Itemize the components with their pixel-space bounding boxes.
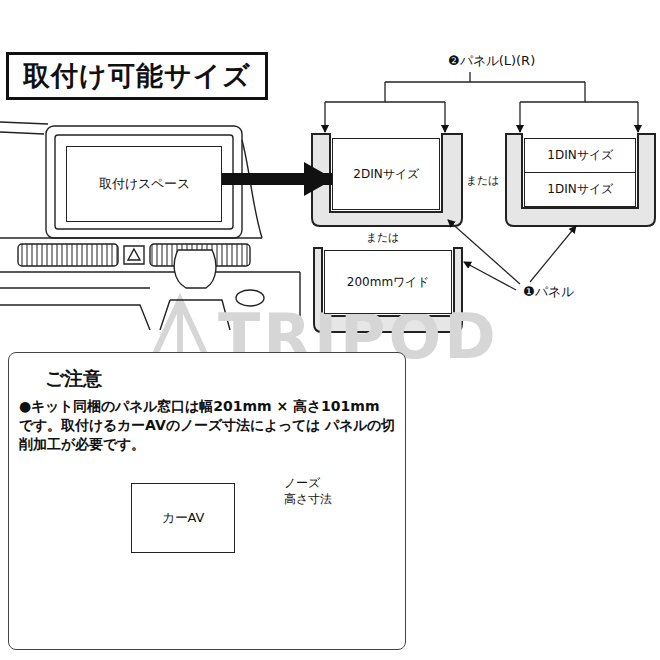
node-label: 2DINサイズ [353, 166, 418, 183]
space-box: 取付けスペース [66, 146, 222, 222]
caution-text: ●キット同梱のパネル窓口は幅201mm × 高さ101mm です。取付けるカーA… [19, 397, 395, 454]
dashboard-illustration [0, 122, 300, 330]
size-box: 200mmワイド [324, 250, 452, 314]
or-label: または [366, 230, 399, 245]
size-box: 1DINサイズ [524, 138, 636, 173]
car-av-box: カーAV [131, 483, 235, 553]
size-box: 1DINサイズ [524, 172, 636, 207]
title-box: 取付け可能サイズ [6, 52, 268, 100]
caution-box: ご注意 ●キット同梱のパネル窓口は幅201mm × 高さ101mm です。取付ける… [8, 352, 406, 650]
leader-line [448, 220, 576, 290]
size-box: 2DINサイズ [332, 138, 440, 210]
node-label: 1DINサイズ [547, 147, 612, 164]
caution-heading: ご注意 [45, 366, 102, 392]
node-label: 1DINサイズ [547, 181, 612, 198]
callout-number: ❷パネル(L)(R) [448, 52, 535, 70]
dimension-label: ノーズ 高さ寸法 [284, 476, 348, 507]
or-label: または [466, 173, 499, 188]
callout-number: ❶パネル [523, 283, 574, 301]
panel-bracket [325, 72, 638, 132]
node-label: カーAV [162, 509, 205, 527]
arrow-connector [222, 173, 332, 185]
node-label: 取付けスペース [99, 175, 190, 193]
node-label: 200mmワイド [347, 274, 429, 291]
